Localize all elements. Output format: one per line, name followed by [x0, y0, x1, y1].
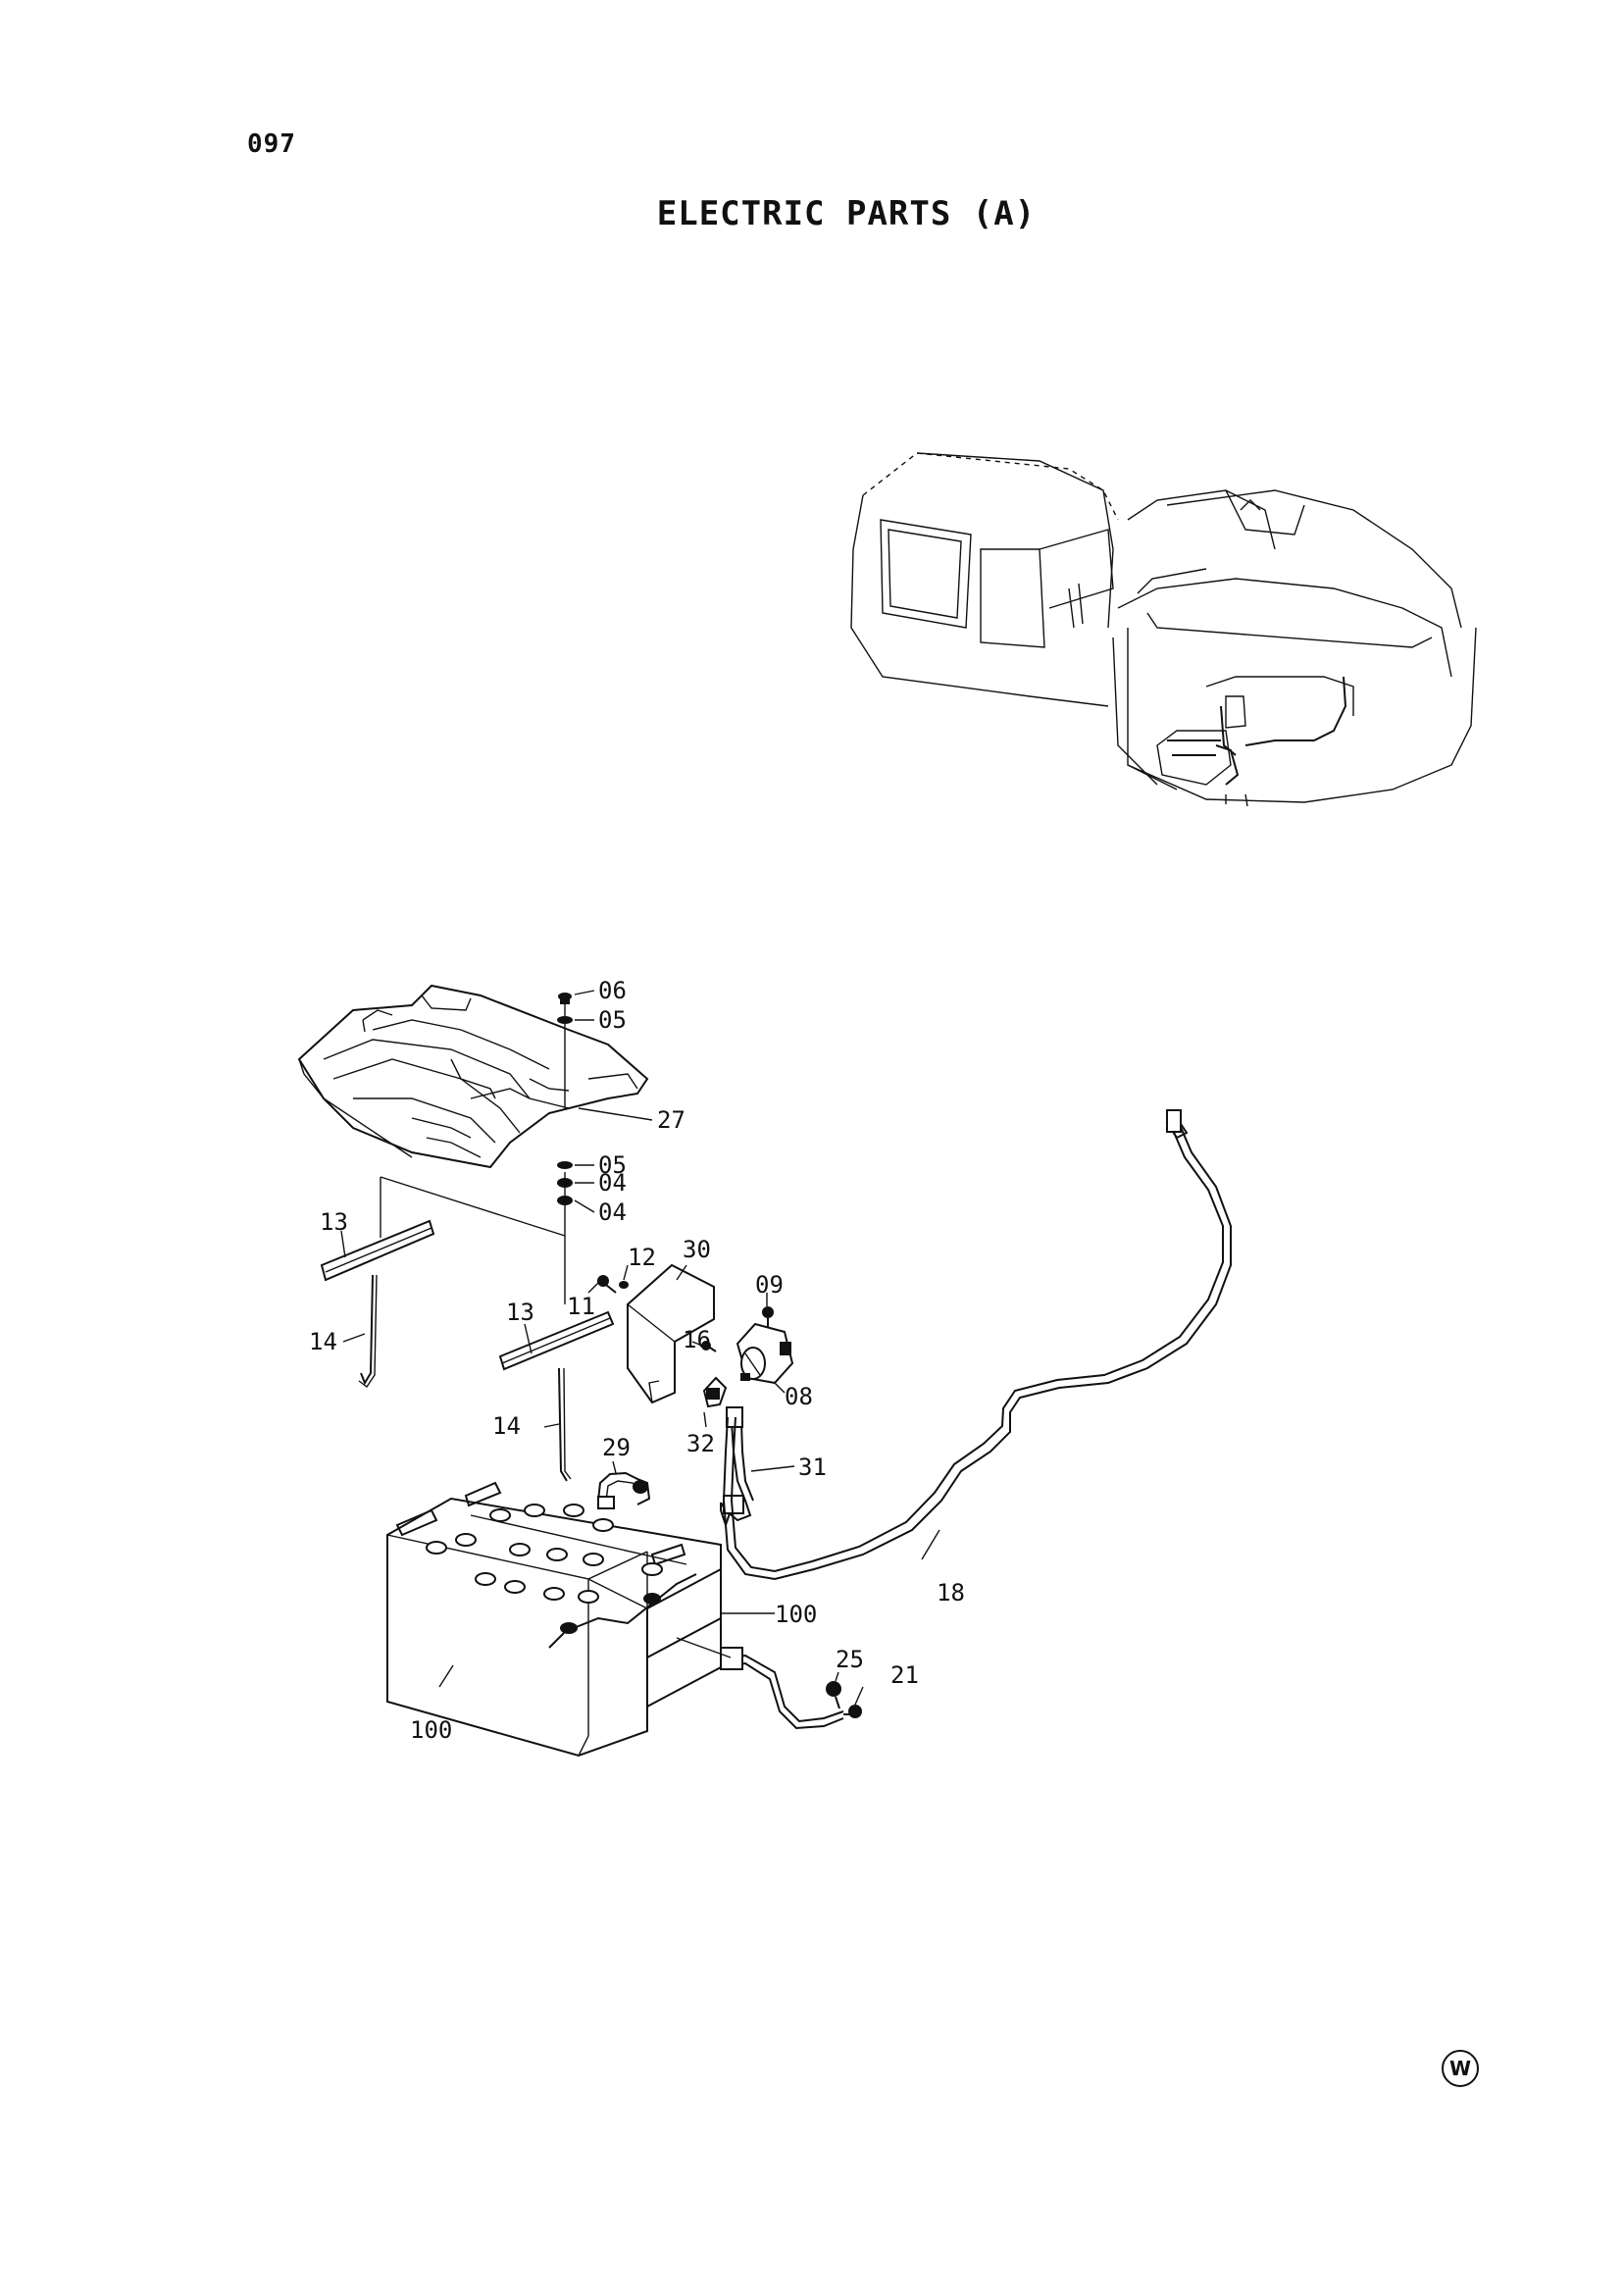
nut-part-21: [843, 1705, 862, 1718]
undercover-plate-part-27: [297, 984, 649, 1169]
bolt-part-11: [597, 1275, 617, 1294]
callout-08: 08: [785, 1383, 813, 1410]
battery-holder-13-right: [498, 1310, 615, 1371]
callout-04-lower: 04: [598, 1198, 627, 1226]
battery-holder-13-left: [320, 1219, 435, 1282]
bolt-washer-stack: [557, 993, 573, 1236]
washer-part-12: [619, 1281, 629, 1289]
callout-27: 27: [657, 1106, 685, 1134]
callout-29: 29: [602, 1434, 631, 1461]
callout-18: 18: [937, 1579, 965, 1606]
callout-30: 30: [683, 1236, 711, 1263]
callout-16: 16: [683, 1326, 711, 1353]
battery-rod-14-left: [358, 1274, 378, 1389]
cable-part-18: [722, 1109, 1232, 1581]
callout-12: 12: [628, 1244, 656, 1271]
excavator-overview-illustration: [850, 452, 1477, 807]
bracket-part-30: [627, 1263, 715, 1404]
callout-14-left: 14: [309, 1328, 337, 1355]
callout-09: 09: [755, 1271, 784, 1299]
terminal-cover-part-29: [597, 1471, 651, 1509]
callout-05-lower: 05: [598, 1151, 627, 1179]
battery-part-100: [386, 1481, 844, 1758]
callout-32: 32: [686, 1430, 715, 1457]
corner-mark: W: [1442, 2050, 1479, 2087]
callout-13-right: 13: [506, 1299, 534, 1326]
callout-25: 25: [836, 1646, 864, 1673]
screw-part-16: [701, 1341, 717, 1352]
bolt-part-25: [826, 1681, 841, 1709]
callout-06: 06: [598, 977, 627, 1004]
callout-14-right: 14: [492, 1412, 521, 1440]
battery-rod-14-right: [558, 1367, 572, 1482]
callout-labels: 06 05 27 05 04 04 13 12 30 09 11 13 14 1…: [309, 977, 965, 1744]
screw-part-09: [762, 1306, 774, 1328]
leader-lines: [340, 990, 940, 1706]
relay-part-08: [736, 1322, 794, 1385]
callout-05-upper: 05: [598, 1006, 627, 1034]
assembly-guide-lines: [380, 1176, 566, 1304]
callout-04-upper: 04: [598, 1169, 627, 1197]
connector-part-32: [702, 1376, 728, 1408]
callout-31: 31: [798, 1454, 827, 1481]
callout-100-right: 100: [775, 1601, 817, 1628]
page-number: 097: [247, 129, 296, 159]
callout-13-left: 13: [320, 1208, 348, 1236]
callout-11: 11: [567, 1293, 595, 1320]
callout-100-left: 100: [410, 1716, 452, 1744]
page-title: ELECTRIC PARTS (A): [656, 194, 1037, 233]
callout-21: 21: [890, 1661, 919, 1689]
